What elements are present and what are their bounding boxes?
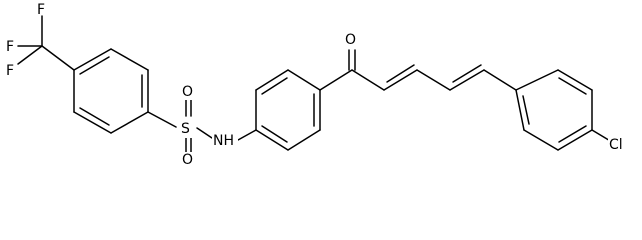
ketone-oxygen-label: O: [345, 32, 356, 48]
amine-nh-label: NH: [213, 133, 234, 149]
central-phenylene-ring: [255, 69, 321, 151]
nh-aryl-bond: [237, 129, 257, 141]
fluorine-label-3: F: [6, 63, 14, 79]
fluorine-label-2: F: [6, 39, 14, 55]
trifluoromethylphenyl-ring: [73, 48, 149, 134]
dienone-chain: [319, 49, 517, 91]
chlorine-label: Cl: [609, 137, 623, 153]
sulfonyl-oxygen-label-bottom: O: [182, 152, 193, 168]
chlorophenyl-ring: [515, 69, 613, 151]
atom-labels: F F F S O O NH O Cl: [6, 2, 634, 168]
molecule-structure: F F F S O O NH O Cl: [6, 2, 634, 168]
structure-canvas: F F F S O O NH O Cl: [6, 2, 634, 168]
fluorine-label-1: F: [37, 2, 45, 18]
sulfonyl-group: [147, 96, 213, 156]
trifluoromethyl-group: [17, 15, 75, 71]
sulfur-label: S: [181, 121, 190, 137]
sulfonyl-oxygen-label-top: O: [182, 84, 193, 100]
